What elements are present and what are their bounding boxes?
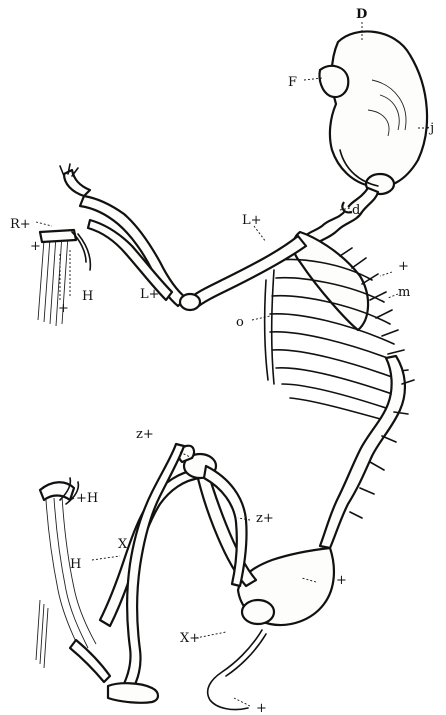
label-neck: d (352, 203, 360, 218)
label-hindfoot-b: H (70, 557, 81, 572)
label-skull-side: ·j (426, 121, 434, 136)
label-humerus: L+ (140, 287, 160, 302)
label-forefoot-c: H (82, 289, 93, 304)
label-tail: + (256, 701, 267, 715)
pelvis (238, 548, 334, 625)
label-pelvis: + (336, 573, 347, 588)
label-hip: X+ (180, 631, 200, 646)
hindfoot (36, 478, 110, 682)
label-femur: z+ (256, 511, 274, 526)
label-rib-right: + (398, 259, 409, 274)
skull (319, 31, 427, 194)
label-tibia: X (118, 537, 128, 552)
label-forefoot-a: R+ (10, 217, 31, 232)
label-femur-top: z+ (136, 427, 154, 442)
label-skull-top: D (356, 7, 367, 22)
spine (320, 356, 414, 548)
label-ulna: o (236, 315, 244, 330)
label-forefoot-b: + (30, 239, 41, 254)
label-forefoot-d: + (58, 301, 69, 316)
forelimb (60, 164, 306, 310)
label-scapula: L+ (242, 213, 262, 228)
tail (208, 630, 266, 710)
label-rib-right-2: m (398, 285, 410, 300)
label-hindfoot: +H (76, 491, 98, 506)
label-skull-upper: F (288, 75, 297, 90)
